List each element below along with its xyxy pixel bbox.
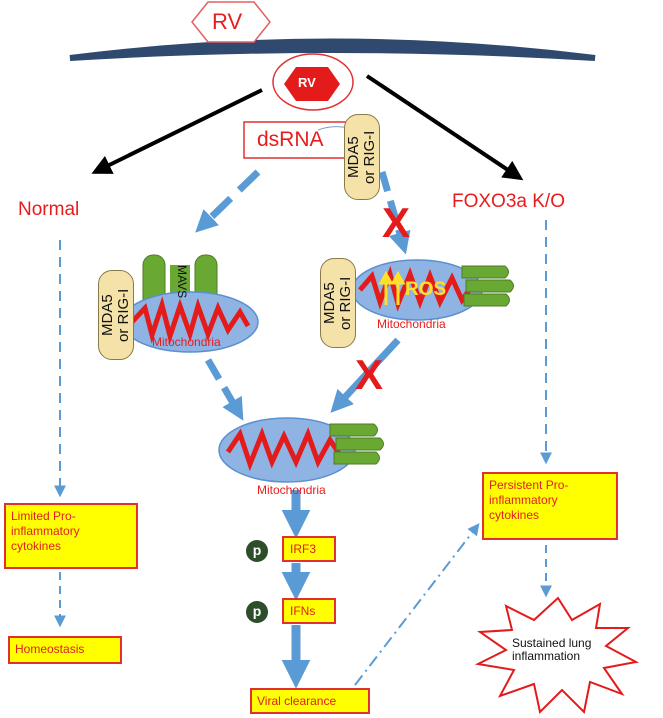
foxo3a-ko-label: FOXO3a K/O xyxy=(452,191,565,212)
left-mito-label: Mitochondria xyxy=(152,335,221,349)
block-mark-top: X xyxy=(382,199,411,246)
phospho-irf3-badge: p xyxy=(246,540,268,562)
ros-increase-arrows xyxy=(378,270,406,305)
phospho-ifns-badge: p xyxy=(246,601,268,623)
ros-label: ROS xyxy=(405,279,447,300)
persistent-cytokines-box: Persistent Pro-inflammatory cytokines xyxy=(482,472,618,540)
center-mito-green-cap xyxy=(329,423,384,465)
irf3-box: IRF3 xyxy=(282,536,336,562)
arrow-to-foxo xyxy=(365,74,524,181)
virus-inside-label: RV xyxy=(298,75,316,90)
homeostasis-box: Homeostasis xyxy=(8,636,122,664)
normal-label: Normal xyxy=(18,199,80,220)
receptor-right xyxy=(320,258,356,348)
virus-hexagon xyxy=(191,1,271,43)
mavs-label: MAVS xyxy=(175,265,189,299)
arrow-dsrna-to-left-mito xyxy=(195,169,261,233)
arrow-left-mito-to-center xyxy=(204,358,244,421)
virus-label: RV xyxy=(212,9,243,34)
arrow-clearance-to-persistent xyxy=(354,523,480,686)
left-mito-cristae xyxy=(130,296,251,345)
receptor-left xyxy=(98,270,134,360)
arrow-right-mito-to-center xyxy=(330,337,401,413)
inflammation-starburst xyxy=(474,596,639,715)
cell-membrane xyxy=(69,38,596,61)
limited-cytokines-box: Limited Pro-inflammatory cytokines xyxy=(4,503,138,569)
virus-inside-hexagon xyxy=(284,67,340,101)
center-mito-cristae xyxy=(225,426,345,472)
right-mito-label: Mitochondria xyxy=(377,317,446,331)
block-mark-bottom: X xyxy=(355,351,384,398)
sustained-inflammation-label: Sustained lung inflammation xyxy=(512,636,592,664)
dsrna-label: dsRNA xyxy=(257,128,324,151)
center-mito-label: Mitochondria xyxy=(257,483,326,497)
arrow-to-normal xyxy=(91,88,263,174)
dsrna-box xyxy=(243,121,349,159)
arrow-dsrna-to-right-mito xyxy=(378,171,411,255)
right-mito-green-cap xyxy=(461,265,514,307)
viral-clearance-box: Viral clearance xyxy=(250,688,370,714)
receptor-top xyxy=(344,114,380,200)
right-mito-cristae xyxy=(358,265,475,312)
ifns-box: IFNs xyxy=(282,598,336,624)
